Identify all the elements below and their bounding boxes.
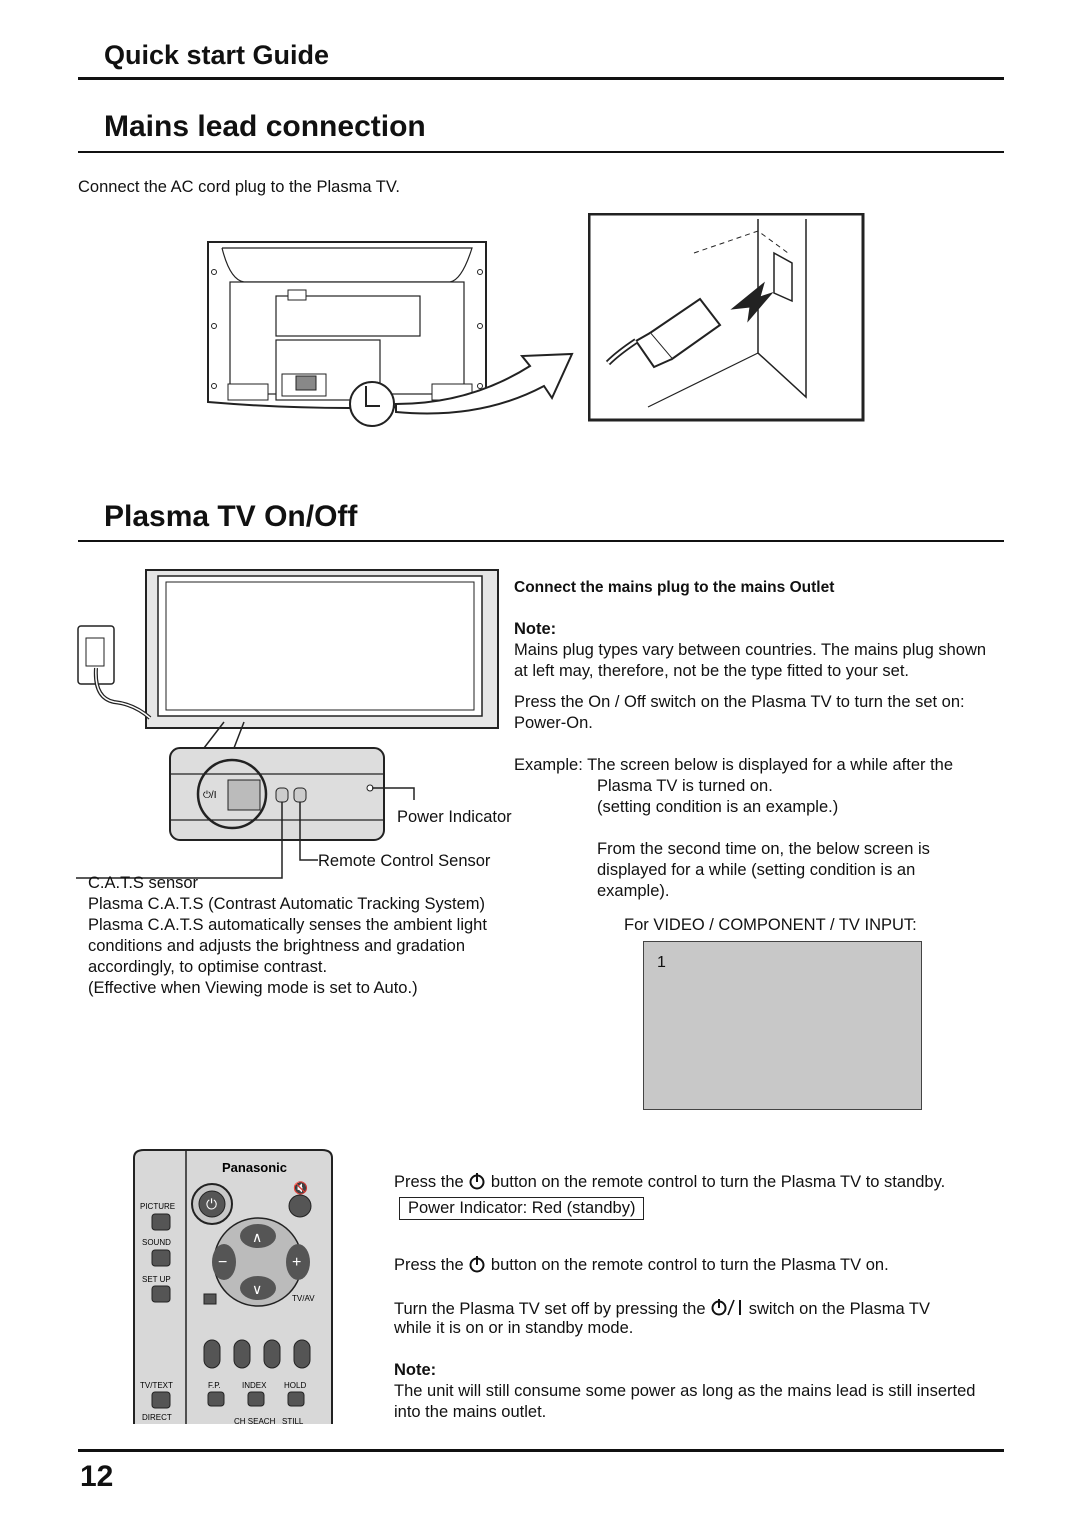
remote-label: F.P. bbox=[208, 1381, 221, 1390]
cats-description: Plasma C.A.T.S (Contrast Automatic Track… bbox=[88, 894, 528, 999]
onoff-rule bbox=[78, 540, 1004, 542]
press-onoff-text: Press the On / Off switch on the Plasma … bbox=[514, 693, 965, 711]
remote-label: INDEX bbox=[242, 1381, 267, 1390]
second-time-line: example). bbox=[597, 882, 670, 900]
cats-desc-line: conditions and adjusts the brightness an… bbox=[88, 937, 466, 955]
footer-rule bbox=[78, 1449, 1004, 1452]
standby-instruction: Press the button on the remote control t… bbox=[394, 1172, 945, 1193]
remote-power-icon[interactable]: ⏻ bbox=[206, 1196, 217, 1212]
second-time-line: From the second time on, the below scree… bbox=[597, 840, 930, 858]
standby-post: button on the remote control to turn the… bbox=[490, 1173, 946, 1191]
remote-label: HOLD bbox=[284, 1381, 306, 1390]
mains-title: Mains lead connection bbox=[104, 110, 426, 143]
remote-illustration: Panasonic ⏻ 🔇 ∧ ∨ − + PICTURE SOUND SET … bbox=[133, 1149, 333, 1426]
switch-label: ⏻/I bbox=[203, 790, 216, 801]
remote-label: SET UP bbox=[142, 1275, 171, 1284]
remote-brand: Panasonic bbox=[222, 1160, 287, 1175]
remote-label: PICTURE bbox=[140, 1202, 175, 1211]
remote-label: TV/AV bbox=[292, 1294, 315, 1303]
cats-sensor-label: C.A.T.S sensor bbox=[88, 874, 199, 892]
on-pre: Press the bbox=[394, 1256, 464, 1274]
connect-heading: Connect the mains plug to the mains Outl… bbox=[514, 579, 835, 596]
off-post: switch on the Plasma TV bbox=[748, 1300, 930, 1318]
remote-note-label: Note: bbox=[394, 1361, 437, 1379]
cats-desc-line: Plasma C.A.T.S (Contrast Automatic Track… bbox=[88, 895, 486, 913]
example-line: (setting condition is an example.) bbox=[597, 798, 839, 816]
second-time-line: displayed for a while (setting condition… bbox=[597, 861, 916, 879]
tv-rear-illustration bbox=[207, 241, 574, 427]
power-icon bbox=[469, 1256, 485, 1273]
remote-label: CH SEACH bbox=[234, 1417, 276, 1426]
remote-label: DIRECT bbox=[142, 1413, 172, 1422]
mains-instruction: Connect the AC cord plug to the Plasma T… bbox=[78, 178, 400, 196]
screen-channel-number: 1 bbox=[657, 954, 666, 971]
note-text: Mains plug types vary between countries.… bbox=[514, 641, 987, 680]
tv-front-illustration: ⏻/I bbox=[76, 569, 499, 879]
onoff-title: Plasma TV On/Off bbox=[104, 500, 358, 533]
power-switch-icon bbox=[711, 1299, 742, 1316]
remote-label: STILL bbox=[282, 1417, 304, 1426]
off-line2: while it is on or in standby mode. bbox=[394, 1319, 634, 1337]
header-rule bbox=[78, 77, 1004, 80]
on-post: button on the remote control to turn the… bbox=[490, 1256, 889, 1274]
remote-sensor-label: Remote Control Sensor bbox=[318, 852, 491, 870]
off-instruction: Turn the Plasma TV set off by pressing t… bbox=[394, 1297, 930, 1320]
plug-insert-illustration bbox=[588, 213, 865, 422]
input-label: For VIDEO / COMPONENT / TV INPUT: bbox=[624, 916, 917, 934]
minus-icon[interactable]: − bbox=[218, 1254, 227, 1271]
off-pre: Turn the Plasma TV set off by pressing t… bbox=[394, 1300, 706, 1318]
example-line: Plasma TV is turned on. bbox=[597, 777, 773, 795]
standby-pre: Press the bbox=[394, 1173, 464, 1191]
page-number: 12 bbox=[80, 1460, 114, 1493]
power-icon bbox=[469, 1173, 485, 1190]
up-icon[interactable]: ∧ bbox=[252, 1229, 262, 1245]
mains-rule bbox=[78, 151, 1004, 153]
remote-label: SOUND bbox=[142, 1238, 171, 1247]
down-icon[interactable]: ∨ bbox=[252, 1281, 262, 1297]
plus-icon[interactable]: + bbox=[292, 1254, 301, 1271]
cats-desc-line: (Effective when Viewing mode is set to A… bbox=[88, 979, 418, 997]
power-indicator-red: Power Indicator: Red (standby) bbox=[399, 1197, 645, 1220]
on-instruction: Press the button on the remote control t… bbox=[394, 1255, 889, 1276]
mute-icon: 🔇 bbox=[293, 1181, 308, 1195]
remote-note-line: The unit will still consume some power a… bbox=[394, 1382, 976, 1400]
remote-note-line: into the mains outlet. bbox=[394, 1403, 547, 1421]
note-label: Note: bbox=[514, 620, 557, 638]
power-on-text: Power-On. bbox=[514, 714, 593, 732]
cats-desc-line: Plasma C.A.T.S automatically senses the … bbox=[88, 916, 487, 934]
guide-title: Quick start Guide bbox=[104, 40, 330, 70]
cats-desc-line: accordingly, to optimise contrast. bbox=[88, 958, 328, 976]
example-line: Example: The screen below is displayed f… bbox=[514, 756, 954, 774]
power-indicator-label: Power Indicator bbox=[397, 808, 512, 826]
screen-preview: 1 bbox=[643, 941, 922, 1110]
remote-label: TV/TEXT bbox=[140, 1381, 173, 1390]
